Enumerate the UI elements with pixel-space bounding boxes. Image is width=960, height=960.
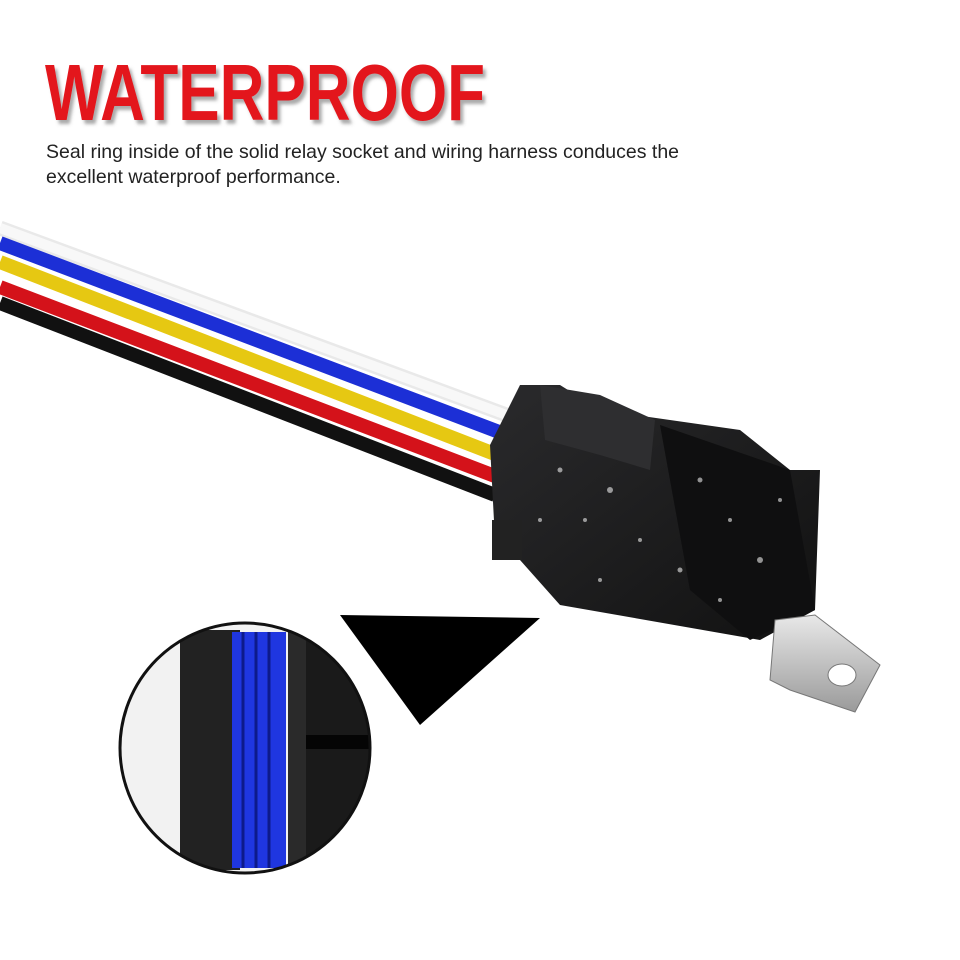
wire-yellow — [0, 255, 508, 465]
relay — [490, 385, 820, 640]
wire-blue — [0, 236, 518, 445]
subtitle-line-2: excellent waterproof performance. — [46, 166, 341, 188]
subtitle: Seal ring inside of the solid relay sock… — [46, 140, 806, 190]
mounting-bracket — [769, 614, 881, 713]
wire-red — [0, 280, 503, 485]
page-title: WATERPROOF — [45, 48, 485, 137]
callout-pointer — [340, 615, 540, 725]
wire-black — [0, 296, 498, 502]
title-container: WATERPROOF — [45, 48, 485, 137]
wire-harness — [0, 220, 523, 502]
seal-ring — [232, 632, 286, 868]
subtitle-line-1: Seal ring inside of the solid relay sock… — [46, 141, 680, 163]
seal-ring-closeup — [118, 621, 372, 875]
water-droplets — [538, 467, 782, 602]
